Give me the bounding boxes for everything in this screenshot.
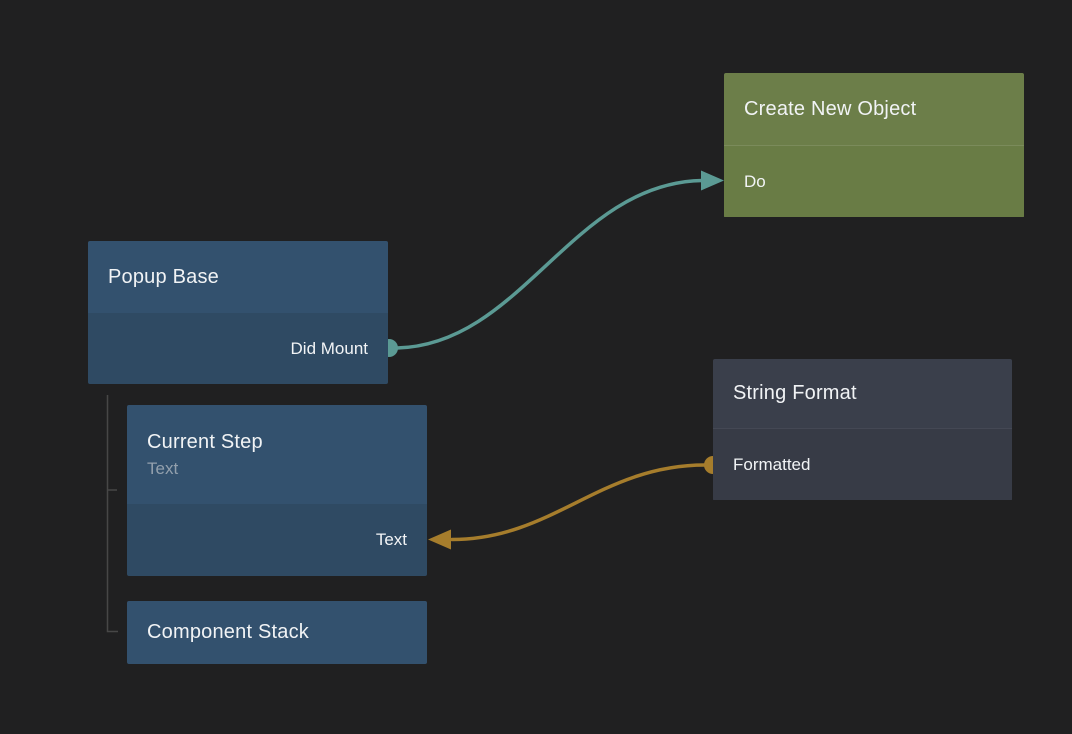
node-title: Popup Base <box>108 265 219 288</box>
input-row-do[interactable]: Do <box>724 146 1024 217</box>
port-label-do: Do <box>744 171 766 191</box>
connection-formatted-to-text[interactable] <box>450 463 707 542</box>
arrowhead-text-input-icon <box>428 529 451 550</box>
node-string-format[interactable]: String Format Formatted <box>713 359 1012 501</box>
node-subtitle: Text <box>147 458 179 478</box>
node-header: String Format <box>713 359 1012 429</box>
node-title: Component Stack <box>147 621 309 643</box>
node-popup-base[interactable]: Popup Base Did Mount <box>88 241 388 384</box>
output-row-did-mount[interactable]: Did Mount <box>88 313 388 384</box>
hierarchy-connector-component-stack <box>106 395 118 633</box>
node-header: Create New Object <box>724 73 1024 146</box>
node-component-stack[interactable]: Component Stack <box>127 601 427 664</box>
node-title: String Format <box>733 382 857 404</box>
node-current-step[interactable]: Current Step Text Text <box>127 405 427 576</box>
connection-did-mount-to-do[interactable] <box>395 178 704 350</box>
input-row-text[interactable]: Text <box>127 504 427 576</box>
node-header: Current Step Text <box>127 405 427 504</box>
node-title: Create New Object <box>744 97 917 120</box>
port-label-did-mount: Did Mount <box>290 338 368 358</box>
port-label-formatted: Formatted <box>733 454 811 474</box>
port-label-text: Text <box>375 530 407 549</box>
node-create-new-object[interactable]: Create New Object Do <box>724 73 1024 218</box>
arrowhead-do-input-icon <box>701 170 724 191</box>
node-header: Popup Base <box>88 241 388 313</box>
node-title: Current Step <box>147 430 263 453</box>
output-row-formatted[interactable]: Formatted <box>713 429 1012 500</box>
